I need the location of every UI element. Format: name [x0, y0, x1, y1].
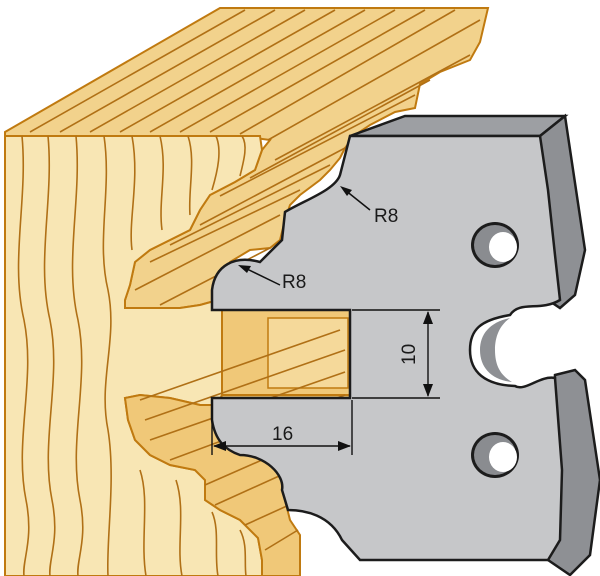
radius-lower-label: R8: [282, 272, 306, 293]
height-dimension-label: 10: [399, 344, 420, 365]
radius-lower-arrowhead: [238, 265, 251, 273]
width-dimension-label: 16: [272, 424, 293, 445]
dimension-annotations: [211, 186, 440, 455]
knife-notch-shade: [480, 318, 512, 382]
height-arrow-top: [423, 311, 433, 324]
end-grain: [17, 135, 247, 576]
width-arrow-left: [213, 441, 226, 451]
radius-lower-leader: [244, 267, 281, 286]
width-arrow-right: [338, 441, 351, 451]
mounting-hole-upper: [471, 222, 519, 268]
radius-upper-label: R8: [374, 206, 398, 227]
radius-upper-arrowhead: [340, 186, 352, 196]
mounting-hole-lower: [471, 432, 519, 478]
top-grain: [29, 9, 481, 306]
height-arrow-bottom: [423, 384, 433, 397]
profile-knife: [210, 113, 600, 576]
